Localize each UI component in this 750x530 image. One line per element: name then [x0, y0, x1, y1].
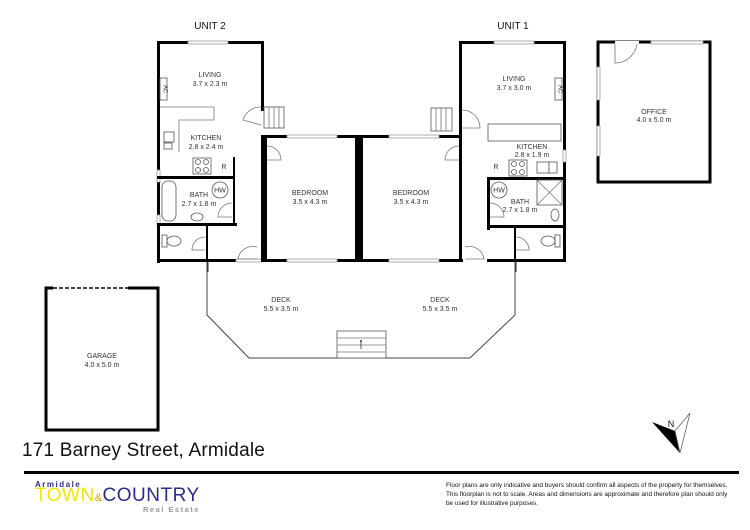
- disclaimer: Floor plans are only indicative and buye…: [446, 482, 728, 508]
- office-name: OFFICE: [641, 109, 667, 116]
- deck: [206, 262, 516, 359]
- u2-kitchen-name: KITCHEN: [191, 135, 222, 142]
- deck-left-name: DECK: [271, 297, 291, 304]
- u2-bath-name: BATH: [190, 192, 208, 199]
- u2-kitchen-dims: 2.8 x 2.4 m: [189, 144, 224, 151]
- garage-name: GARAGE: [87, 353, 117, 360]
- unit-1-title: UNIT 1: [497, 21, 529, 32]
- unit-2: AC R HW: [156, 40, 285, 272]
- north-label: N: [668, 419, 675, 429]
- bedrooms: [261, 115, 463, 263]
- deck-right-name: DECK: [430, 297, 450, 304]
- u1-bath-name: BATH: [511, 199, 529, 206]
- office-dims: 4.0 x 5.0 m: [637, 117, 672, 124]
- u2-bedroom-name: BEDROOM: [292, 190, 328, 197]
- unit-1: AC R HW: [430, 40, 567, 272]
- u2-fridge-label: R: [221, 164, 226, 171]
- u1-kitchen-name: KITCHEN: [517, 144, 548, 151]
- u1-ac-label: AC: [557, 85, 563, 94]
- brand-country: COUNTRY: [102, 485, 200, 506]
- north-arrow-icon: N: [652, 412, 691, 454]
- u1-bath-dims: 2.7 x 1.8 m: [503, 207, 538, 214]
- u2-bedroom-dims: 3.5 x 4.3 m: [293, 199, 328, 206]
- divider: [24, 471, 739, 474]
- garage: [44, 286, 160, 432]
- brand-amp: &: [94, 492, 103, 504]
- u1-bedroom-dims: 3.5 x 4.3 m: [394, 199, 429, 206]
- office: [596, 40, 712, 184]
- unit-2-title: UNIT 2: [194, 21, 226, 32]
- u1-fridge-label: R: [493, 164, 498, 171]
- u2-ac-label: AC: [162, 85, 168, 94]
- u2-hw-label: HW: [214, 188, 226, 195]
- deck-left-dims: 5.5 x 3.5 m: [264, 306, 299, 313]
- u2-bath-dims: 2.7 x 1.8 m: [182, 201, 217, 208]
- u2-living-dims: 3.7 x 2.3 m: [193, 81, 228, 88]
- u1-living-dims: 3.7 x 3.0 m: [497, 85, 532, 92]
- brand-town: TOWN: [35, 485, 95, 506]
- u2-living-name: LIVING: [199, 72, 222, 79]
- u1-kitchen-dims: 2.8 x 1.9 m: [515, 152, 550, 159]
- u1-living-name: LIVING: [503, 76, 526, 83]
- u1-bedroom-name: BEDROOM: [393, 190, 429, 197]
- brand-logo: TOWN&COUNTRY: [35, 486, 200, 508]
- garage-dims: 4.0 x 5.0 m: [85, 362, 120, 369]
- brand-subtitle: Real Estate: [143, 505, 200, 514]
- u1-hw-label: HW: [493, 188, 505, 195]
- brand-location: Armidale: [35, 480, 82, 489]
- property-address: 171 Barney Street, Armidale: [22, 440, 266, 461]
- deck-right-dims: 5.5 x 3.5 m: [423, 306, 458, 313]
